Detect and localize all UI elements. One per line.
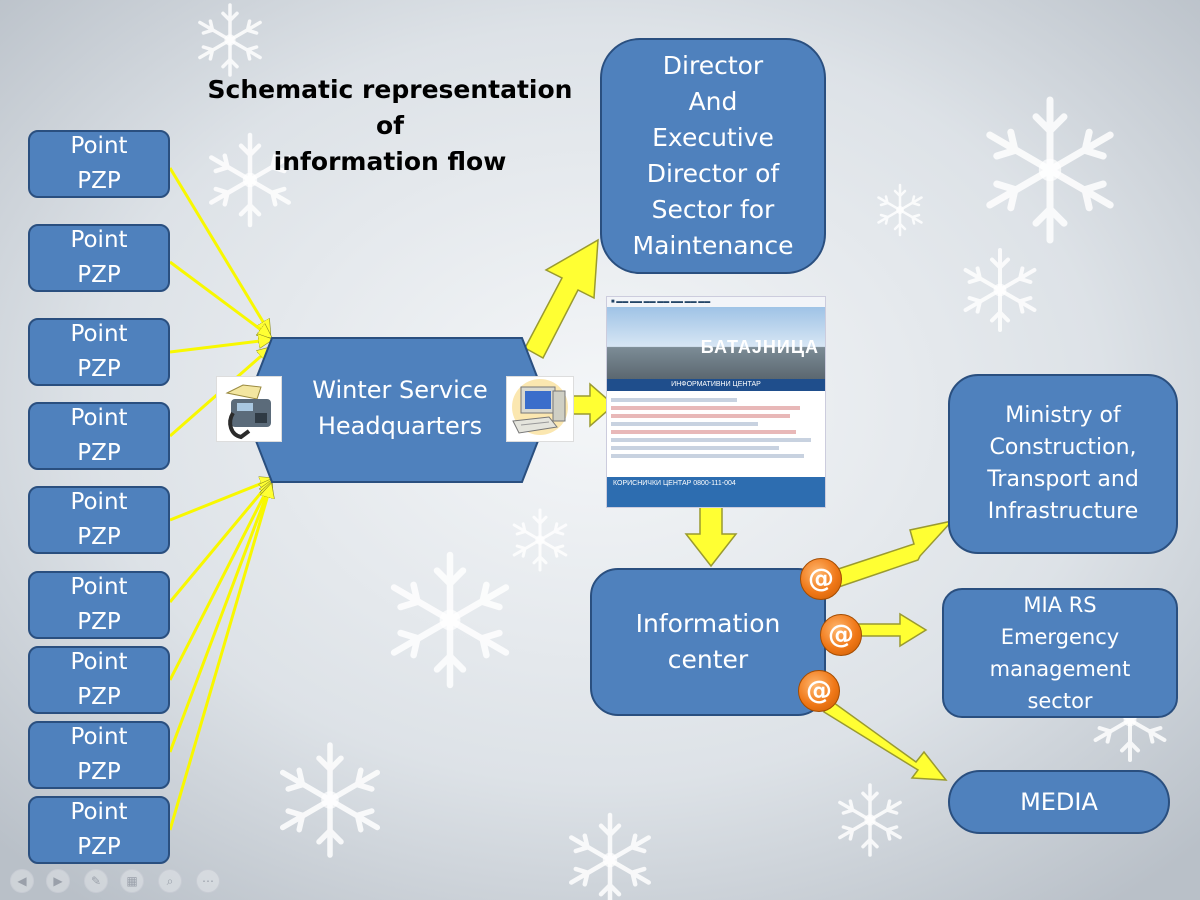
- pen-icon[interactable]: ✎: [84, 869, 108, 893]
- point-pzp-box: Point PZP: [28, 721, 170, 789]
- zoom-icon[interactable]: ⌕: [158, 869, 182, 893]
- pzp-arrow-3: [169, 340, 268, 354]
- point-pzp-box: Point PZP: [28, 796, 170, 864]
- slides-grid-icon[interactable]: ▦: [120, 869, 144, 893]
- pzp-arrow-8: [168, 486, 270, 753]
- point-pzp-box: Point PZP: [28, 224, 170, 292]
- mia-rs-box: MIA RS Emergency management sector: [942, 588, 1178, 718]
- computer-icon: [506, 376, 574, 442]
- pzp-arrow-2: [169, 260, 268, 335]
- point-pzp-box: Point PZP: [28, 318, 170, 386]
- pzp-arrow-5: [169, 480, 270, 522]
- arrow-to-mia: [857, 612, 928, 648]
- pzp-arrow-9: [168, 488, 270, 831]
- website-nav-bar: ■ ▬▬ ▬▬ ▬▬ ▬▬ ▬▬ ▬▬ ▬▬: [607, 297, 825, 307]
- website-content: [607, 391, 825, 465]
- point-pzp-box: Point PZP: [28, 130, 170, 198]
- arrow-to-info-center: [684, 505, 738, 568]
- information-center-website-screenshot: ■ ▬▬ ▬▬ ▬▬ ▬▬ ▬▬ ▬▬ ▬▬ БАТАЈНИЦА ИНФОРМА…: [606, 296, 826, 508]
- point-pzp-box: Point PZP: [28, 486, 170, 554]
- previous-slide-icon[interactable]: ◀: [10, 869, 34, 893]
- ministry-box: Ministry of Construction, Transport and …: [948, 374, 1178, 554]
- email-icon: @: [800, 558, 842, 600]
- email-icon: @: [820, 614, 862, 656]
- pzp-arrow-7: [168, 484, 270, 681]
- arrow-to-director: [523, 238, 599, 360]
- more-options-icon[interactable]: ⋯: [196, 869, 220, 893]
- information-center-box: Information center: [590, 568, 826, 716]
- point-pzp-box: Point PZP: [28, 646, 170, 714]
- email-icon: @: [798, 670, 840, 712]
- point-pzp-box: Point PZP: [28, 402, 170, 470]
- next-slide-icon[interactable]: ▶: [46, 869, 70, 893]
- media-box: MEDIA: [948, 770, 1170, 834]
- fax-icon: [216, 376, 282, 442]
- website-banner-text: БАТАЈНИЦА: [700, 337, 819, 357]
- website-footer: КОРИСНИЧКИ ЦЕНТАР 0800-111-004: [607, 477, 825, 507]
- director-box: Director And Executive Director of Secto…: [600, 38, 826, 274]
- website-banner: БАТАЈНИЦА: [607, 307, 825, 379]
- pzp-arrow-1: [168, 167, 268, 330]
- website-section-bar: ИНФОРМАТИВНИ ЦЕНТАР: [607, 379, 825, 391]
- pzp-arrow-6: [168, 482, 270, 603]
- arrow-to-website: [571, 382, 616, 428]
- diagram-title: Schematic representation of information …: [207, 75, 573, 176]
- headquarters-label: Winter Service Headquarters: [312, 376, 488, 440]
- pzp-arrows: [168, 167, 270, 831]
- point-pzp-box: Point PZP: [28, 571, 170, 639]
- arrow-to-media: [823, 698, 948, 781]
